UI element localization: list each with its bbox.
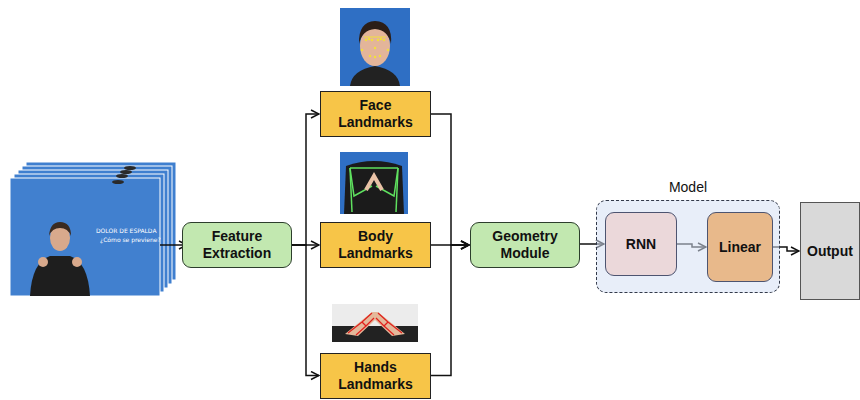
group-title: Model (597, 179, 779, 196)
body-photo (340, 152, 408, 214)
flow-arrow (292, 114, 319, 245)
flow-arrow (431, 245, 469, 376)
video-caption: DOLOR DE ESPALDA (96, 228, 157, 234)
landmark-box: Hands Landmarks (320, 353, 431, 399)
box-label: Feature Extraction (183, 228, 291, 262)
process-box: Geometry Module (470, 222, 580, 268)
box-label: Face Landmarks (321, 97, 430, 131)
landmark-box: Body Landmarks (320, 222, 431, 268)
box-label: Hands Landmarks (321, 359, 430, 393)
flow-arrow (431, 114, 469, 245)
process-box: Feature Extraction (182, 222, 292, 268)
video-caption: ¿Cómo se previene? (100, 237, 161, 243)
face-photo (340, 8, 410, 86)
landmark-box: Face Landmarks (320, 91, 431, 137)
hands-photo (332, 304, 418, 342)
box-label: Linear (719, 239, 761, 256)
box-label: Body Landmarks (321, 228, 430, 262)
video-frames: . (10, 162, 176, 296)
box-label: Geometry Module (471, 228, 579, 262)
model-group: ModelRNNLinear (596, 200, 780, 293)
output-box: Output (800, 202, 860, 300)
box-label: RNN (626, 236, 656, 253)
layer-box: RNN (605, 212, 677, 276)
flow-arrow (292, 245, 319, 376)
layer-box: Linear (707, 212, 773, 282)
box-label: Output (807, 243, 853, 260)
